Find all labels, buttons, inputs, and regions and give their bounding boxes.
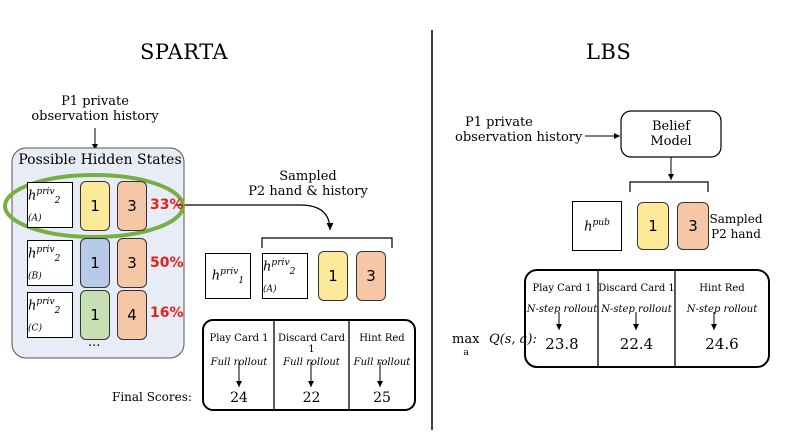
sparta-action-3: Hint Red <box>359 333 405 344</box>
sparta-score-1: 24 <box>230 390 248 406</box>
sparta-p1-label: P1 private observation history <box>30 94 160 124</box>
lbs-rollout-1: N-step rollout <box>526 304 598 315</box>
sparta-rollout-3: Full rollout <box>353 357 411 368</box>
state-a-pct: 33% <box>150 197 184 213</box>
state-a-card1: 1 <box>80 181 110 231</box>
sparta-score-2: 22 <box>302 390 321 406</box>
sampled-arrow <box>175 204 334 231</box>
sparta-h2-box: hpriv2 (A) <box>262 253 308 299</box>
state-c-card1: 1 <box>80 290 110 340</box>
lbs-hand-bracket <box>629 181 709 192</box>
states-ellipsis: ... <box>88 335 101 350</box>
state-b-card1: 1 <box>80 238 110 288</box>
state-c-pct: 16% <box>150 305 184 321</box>
lbs-rollout-3: N-step rollout <box>686 304 758 315</box>
sparta-action-2: Discard Card 1 <box>277 333 346 355</box>
lbs-sampled-line1: Sampled <box>709 212 763 226</box>
lbs-hand-card2: 3 <box>677 202 709 250</box>
lbs-p1-line2: observation history <box>455 130 583 145</box>
sparta-score-3: 25 <box>373 390 391 406</box>
sparta-hand-card1: 1 <box>318 251 348 301</box>
sparta-title: SPARTA <box>140 40 229 64</box>
state-a-history: hpriv2 (A) <box>27 182 73 228</box>
sparta-score-table <box>202 319 416 411</box>
lbs-score-3: 24.6 <box>705 335 739 353</box>
lbs-title: LBS <box>586 40 632 64</box>
belief-model-label: Belief Model <box>621 119 721 149</box>
sparta-p1-line1: P1 private <box>61 94 129 109</box>
sparta-hand-card2: 3 <box>356 251 386 301</box>
lbs-score-1: 23.8 <box>545 335 579 353</box>
belief-line2: Model <box>650 134 692 149</box>
highlight-ellipse <box>3 173 185 239</box>
sampled-label: Sampled P2 hand & history <box>238 169 378 199</box>
sampled-line2: P2 hand & history <box>248 184 368 199</box>
sparta-action-1: Play Card 1 <box>209 333 269 344</box>
lbs-score-2: 22.4 <box>619 335 654 353</box>
state-c-history: hpriv2 (C) <box>27 292 73 338</box>
lbs-hpub-box: hpub <box>572 201 622 251</box>
state-b-history: hpriv2 (B) <box>27 240 73 286</box>
belief-line1: Belief <box>651 119 691 134</box>
state-b-card2: 3 <box>117 238 147 288</box>
states-title: Possible Hidden States <box>18 152 182 168</box>
sampled-line1: Sampled <box>279 169 337 184</box>
state-a-card2: 3 <box>117 181 147 231</box>
lbs-hand-card1: 1 <box>637 202 669 250</box>
lbs-action-2: Discard Card 1 <box>598 283 675 294</box>
lbs-score-table <box>524 269 770 368</box>
sparta-rollout-1: Full rollout <box>210 357 268 368</box>
lbs-sampled-label: Sampled P2 hand <box>705 212 767 242</box>
final-scores-label: Final Scores: <box>112 390 192 404</box>
lbs-action-3: Hint Red <box>699 283 745 294</box>
sparta-p1-line2: observation history <box>31 109 159 124</box>
state-b-pct: 50% <box>150 255 184 271</box>
lbs-p1-label: P1 private observation history <box>455 115 585 145</box>
sparta-rollout-2: Full rollout <box>283 357 340 368</box>
sparta-h1-box: hpriv1 <box>205 253 251 299</box>
lbs-p1-line1: P1 private <box>465 115 533 130</box>
lbs-action-1: Play Card 1 <box>532 283 592 294</box>
sparta-hand-bracket <box>261 237 393 248</box>
q-label: maxa Q(s, a): <box>452 332 537 358</box>
lbs-rollout-2: N-step rollout <box>601 304 672 315</box>
lbs-sampled-line2: P2 hand <box>711 227 761 241</box>
state-c-card2: 4 <box>117 290 147 340</box>
